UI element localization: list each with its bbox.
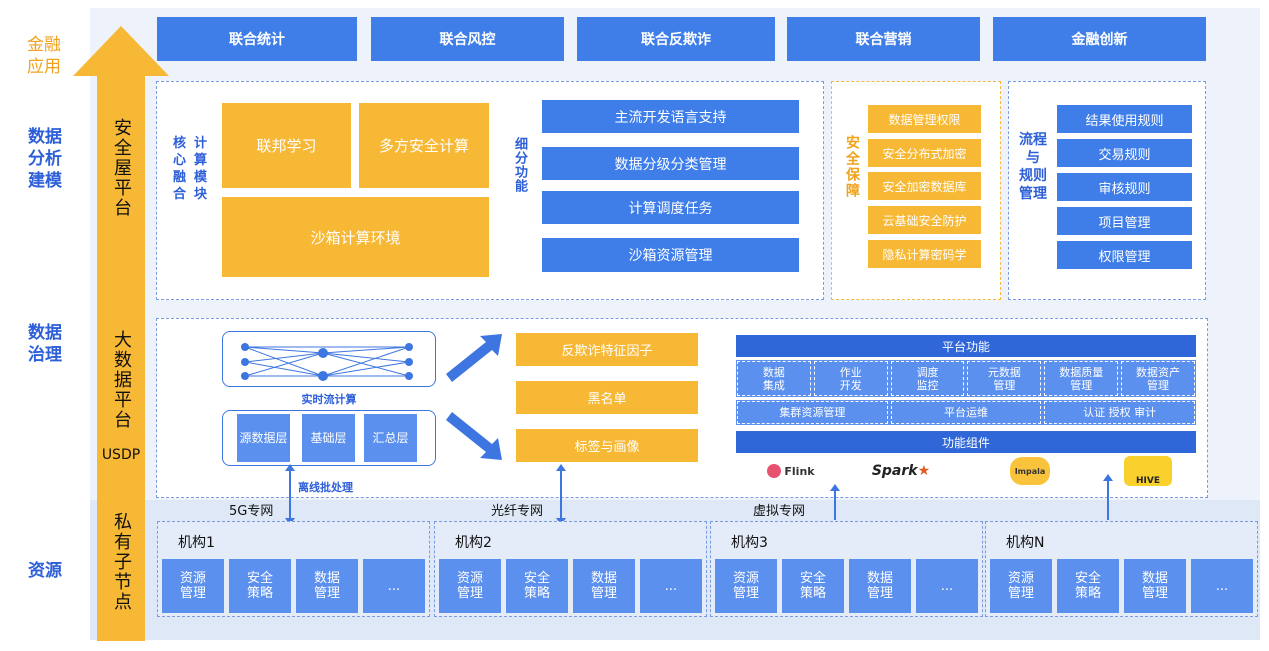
security-policy-cell: 安全 策略 bbox=[506, 559, 568, 613]
security-item-encrypted-db: 安全加密数据库 bbox=[868, 172, 981, 200]
subdivide-item-scheduling: 计算调度任务 bbox=[542, 191, 799, 224]
more-cell: ... bbox=[1191, 559, 1253, 613]
data-governance-label: 数据 治理 bbox=[28, 323, 62, 365]
more-cell: ... bbox=[363, 559, 425, 613]
components-title: 功能组件 bbox=[736, 431, 1196, 453]
subdivide-label: 细分功能 bbox=[512, 137, 527, 193]
platform-row2: 集群资源管理 平台运维 认证 授权 审计 bbox=[736, 400, 1196, 425]
security-item-cloud-protection: 云基础安全防护 bbox=[868, 206, 981, 234]
more-cell: ... bbox=[640, 559, 702, 613]
private-node-label: 私有子节点 bbox=[111, 512, 132, 612]
usdp-label: USDP bbox=[101, 447, 141, 463]
platform-cluster-resources: 集群资源管理 bbox=[737, 401, 888, 424]
institution-n: 机构N 资源 管理 安全 策略 数据 管理 ... bbox=[985, 521, 1258, 617]
data-mgmt-cell: 数据 管理 bbox=[849, 559, 911, 613]
resource-mgmt-cell: 资源 管理 bbox=[162, 559, 224, 613]
resource-mgmt-cell: 资源 管理 bbox=[715, 559, 777, 613]
institution-2: 机构2 资源 管理 安全 策略 数据 管理 ... bbox=[434, 521, 707, 617]
security-platform-label: 安全屋平台 bbox=[111, 118, 132, 218]
security-item-permissions: 数据管理权限 bbox=[868, 105, 981, 133]
security-label: 安全保障 bbox=[844, 135, 860, 199]
batch-label: 离线批处理 bbox=[298, 481, 353, 494]
security-policy-cell: 安全 策略 bbox=[782, 559, 844, 613]
federated-learning-block: 联邦学习 bbox=[222, 103, 351, 188]
layer-summary: 汇总层 bbox=[364, 414, 417, 462]
security-item-privacy-crypto: 隐私计算密码学 bbox=[868, 240, 981, 268]
stream-network-graph bbox=[241, 343, 413, 381]
spark-logo: Spark★ bbox=[871, 463, 931, 479]
data-mgmt-cell: 数据 管理 bbox=[573, 559, 635, 613]
process-item-result-rules: 结果使用规则 bbox=[1057, 105, 1192, 133]
process-item-audit-rules: 审核规则 bbox=[1057, 173, 1192, 201]
process-item-trade-rules: 交易规则 bbox=[1057, 139, 1192, 167]
output-blacklist: 黑名单 bbox=[516, 381, 698, 414]
platform-data-assets: 数据资产 管理 bbox=[1121, 361, 1195, 396]
subdivide-item-sandbox-resources: 沙箱资源管理 bbox=[542, 238, 799, 272]
process-item-permission-mgmt: 权限管理 bbox=[1057, 241, 1192, 269]
process-item-project-mgmt: 项目管理 bbox=[1057, 207, 1192, 235]
connector-5g bbox=[285, 464, 295, 525]
hive-logo: HIVE bbox=[1122, 455, 1174, 487]
realtime-stream-box bbox=[222, 331, 436, 387]
connector-fiber bbox=[556, 464, 566, 525]
process-label: 流程与规则管理 bbox=[1019, 132, 1047, 202]
network-5g-label: 5G专网 bbox=[229, 504, 274, 519]
app-joint-statistics[interactable]: 联合统计 bbox=[157, 17, 357, 61]
big-data-platform-label: 大数据平台 bbox=[111, 330, 132, 430]
institution-3: 机构3 资源 管理 安全 策略 数据 管理 ... bbox=[710, 521, 983, 617]
security-policy-cell: 安全 策略 bbox=[229, 559, 291, 613]
mpc-block: 多方安全计算 bbox=[359, 103, 489, 188]
institution-3-name: 机构3 bbox=[731, 535, 768, 551]
layer-source-data: 源数据层 bbox=[237, 414, 290, 462]
security-item-distributed-encryption: 安全分布式加密 bbox=[868, 139, 981, 167]
institution-2-name: 机构2 bbox=[455, 535, 492, 551]
resource-mgmt-cell: 资源 管理 bbox=[990, 559, 1052, 613]
flow-arrows bbox=[440, 330, 510, 465]
app-joint-risk-control[interactable]: 联合风控 bbox=[371, 17, 564, 61]
security-policy-cell: 安全 策略 bbox=[1057, 559, 1119, 613]
institution-n-name: 机构N bbox=[1006, 535, 1045, 551]
output-anti-fraud-factors: 反欺诈特征因子 bbox=[516, 333, 698, 366]
network-virtual-label: 虚拟专网 bbox=[753, 504, 806, 519]
platform-scheduling-monitor: 调度 监控 bbox=[890, 361, 965, 396]
platform-functions-title: 平台功能 bbox=[736, 335, 1196, 357]
data-mgmt-cell: 数据 管理 bbox=[1124, 559, 1186, 613]
batch-layers-box bbox=[222, 410, 436, 466]
realtime-stream-label: 实时流计算 bbox=[301, 393, 357, 406]
platform-arrow bbox=[73, 26, 169, 641]
app-joint-marketing[interactable]: 联合营销 bbox=[787, 17, 980, 61]
platform-data-quality: 数据质量 管理 bbox=[1044, 361, 1119, 396]
data-mgmt-cell: 数据 管理 bbox=[296, 559, 358, 613]
platform-row1: 数据 集成 作业 开发 调度 监控 元数据 管理 数据质量 管理 数据资产 管理 bbox=[736, 360, 1196, 397]
connector-virtual bbox=[830, 484, 840, 520]
platform-data-integration: 数据 集成 bbox=[737, 361, 811, 396]
platform-operations: 平台运维 bbox=[890, 401, 1042, 424]
app-joint-anti-fraud[interactable]: 联合反欺诈 bbox=[577, 17, 775, 61]
platform-auth-audit: 认证 授权 审计 bbox=[1044, 401, 1196, 424]
finance-app-label: 金融 应用 bbox=[27, 35, 61, 77]
resources-label: 资源 bbox=[28, 561, 62, 581]
flink-logo: Flink bbox=[760, 457, 822, 485]
core-module-label: 核计心算融模合块 bbox=[172, 136, 207, 202]
platform-job-development: 作业 开发 bbox=[813, 361, 888, 396]
resource-mgmt-cell: 资源 管理 bbox=[439, 559, 501, 613]
layer-base: 基础层 bbox=[302, 414, 355, 462]
connector-n bbox=[1103, 474, 1113, 520]
subdivide-item-classification: 数据分级分类管理 bbox=[542, 147, 799, 180]
platform-metadata-mgmt: 元数据 管理 bbox=[967, 361, 1042, 396]
app-finance-innovation[interactable]: 金融创新 bbox=[993, 17, 1206, 61]
sandbox-block: 沙箱计算环境 bbox=[222, 197, 489, 277]
impala-logo: Impala bbox=[1008, 456, 1052, 486]
institution-1: 机构1 资源 管理 安全 策略 数据 管理 ... bbox=[157, 521, 430, 617]
data-analysis-label: 数据 分析 建模 bbox=[28, 127, 62, 191]
more-cell: ... bbox=[916, 559, 978, 613]
institution-1-name: 机构1 bbox=[178, 535, 215, 551]
output-tags-portrait: 标签与画像 bbox=[516, 429, 698, 462]
components-row bbox=[736, 454, 1196, 488]
subdivide-item-languages: 主流开发语言支持 bbox=[542, 100, 799, 133]
network-fiber-label: 光纤专网 bbox=[491, 504, 544, 519]
